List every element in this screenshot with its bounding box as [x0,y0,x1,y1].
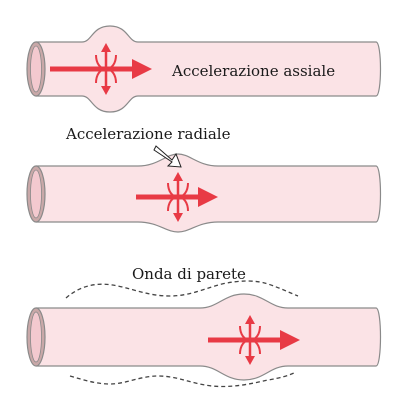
acceleration-arrows-2 [136,172,218,222]
axial-arrowhead-1 [132,59,152,79]
vessel-lumen-3 [30,311,42,363]
label-wall-wave: Onda di parete [132,265,246,283]
pointer-arrow [153,145,182,168]
acceleration-arrows-1 [50,43,152,95]
label-radial-acceleration: Accelerazione radiale [65,125,231,143]
wall-wave-dashed-bottom [69,371,297,388]
vessel-lumen-2 [30,169,42,219]
axial-arrowhead-2 [198,187,218,207]
panel-wall-wave: Onda di parete [26,265,382,388]
vessel-tube-1 [36,25,382,113]
vessel-lumen-1 [30,45,42,93]
wall-wave-dashed-top [65,280,299,299]
label-axial-acceleration: Accelerazione assiale [171,62,335,80]
acceleration-arrows-3 [208,315,300,365]
axial-arrowhead-3 [280,330,300,350]
panel-axial-acceleration: Accelerazione assiale [26,25,382,113]
panel-radial-acceleration: Accelerazione radiale [26,125,382,233]
vessel-tube-3 [36,293,382,381]
